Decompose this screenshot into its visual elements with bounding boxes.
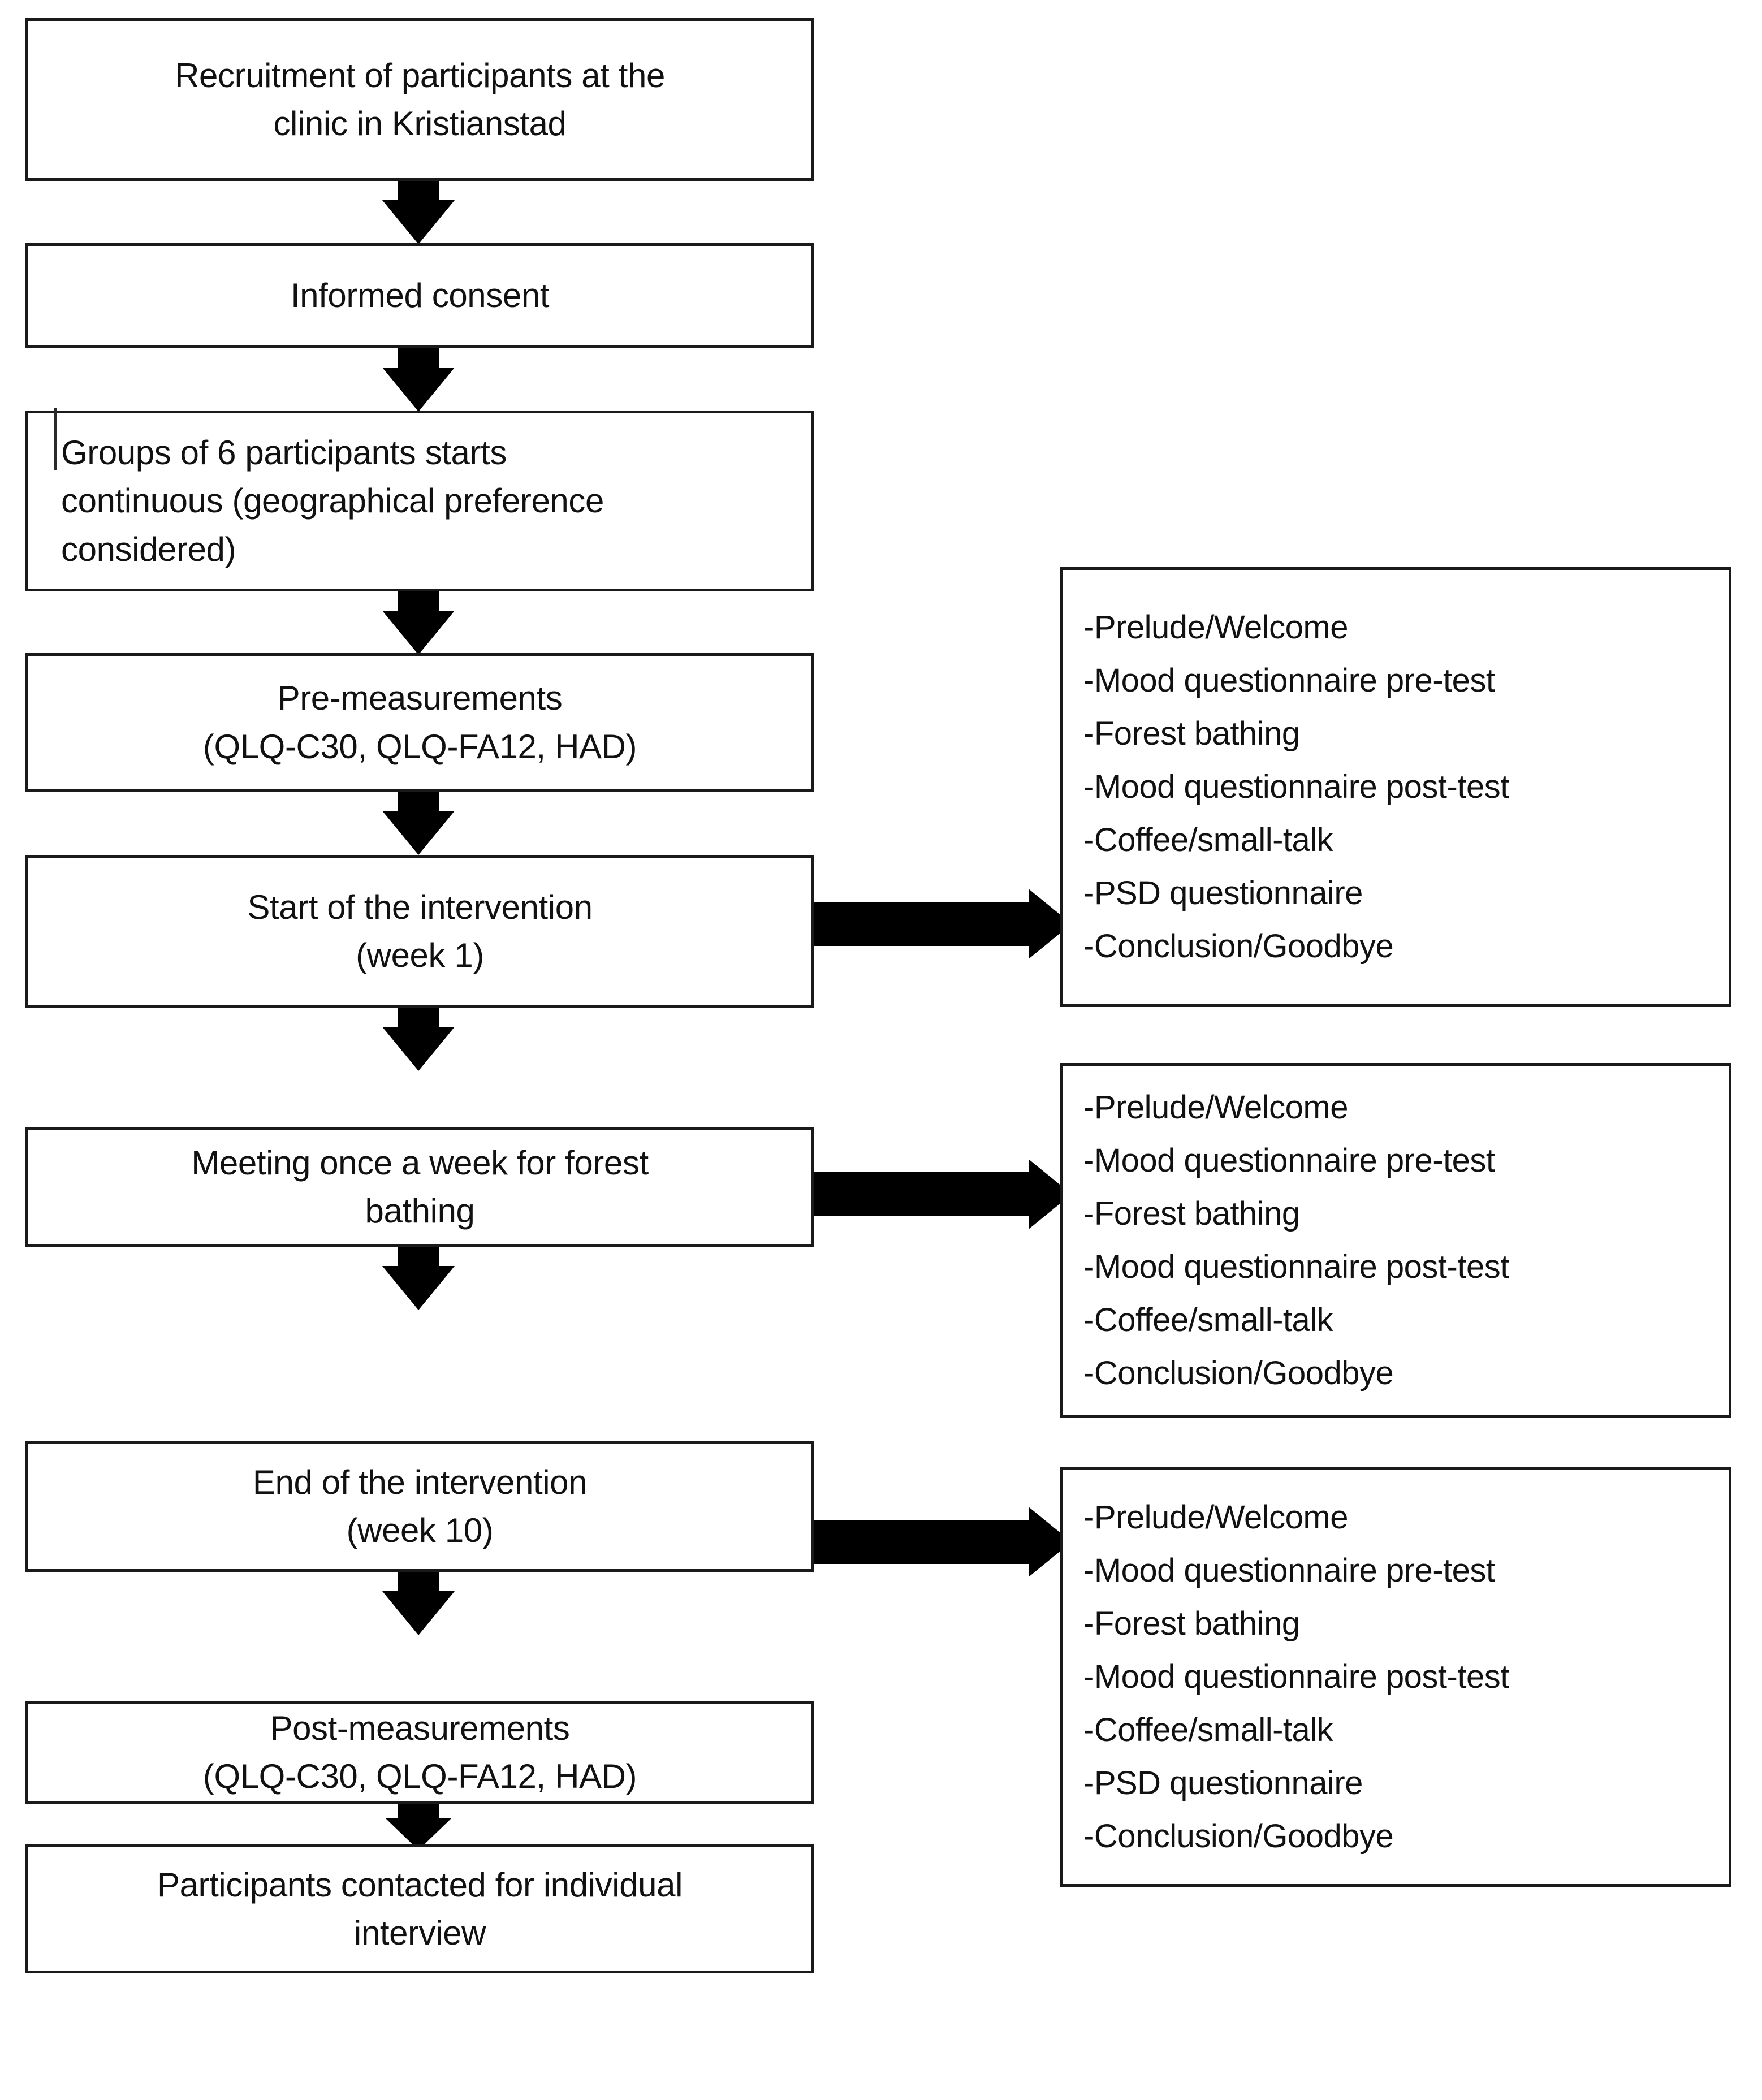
node-individual-interview-line2: interview	[353, 1914, 486, 1952]
arrow-start-to-weekly	[373, 1008, 464, 1071]
session-item: -Coffee/small-talk	[1083, 822, 1333, 858]
node-recruitment	[25, 18, 814, 181]
session-item: -Forest bathing	[1083, 715, 1300, 752]
node-post-measurements-line2: (QLQ-C30, QLQ-FA12, HAD)	[202, 1757, 637, 1795]
session-item: -Forest bathing	[1083, 1195, 1300, 1232]
node-recruitment-overlay: Recruitment of participants at the clini…	[25, 18, 814, 181]
node-start-intervention-line1: Start of the intervention	[247, 888, 593, 926]
session-item: -PSD questionnaire	[1083, 875, 1363, 911]
node-individual-interview-line1: Participants contacted for individual	[157, 1865, 683, 1904]
node-end-intervention-line2: (week 10)	[346, 1511, 494, 1549]
session-item: -Prelude/Welcome	[1083, 1499, 1349, 1536]
node-recruitment-line1: Recruitment of participants at the	[175, 56, 665, 94]
arrow-shaft	[814, 902, 1035, 946]
node-post-measurements-line1: Post-measurements	[270, 1709, 570, 1747]
arrow-head	[382, 811, 455, 855]
session-item: -Coffee/small-talk	[1083, 1712, 1333, 1748]
node-pre-measurements-line1: Pre-measurements	[277, 679, 563, 718]
session-item: -Coffee/small-talk	[1083, 1302, 1333, 1338]
arrow-shaft	[814, 1520, 1035, 1564]
arrow-weekly-to-end	[373, 1247, 464, 1310]
session-item: -Prelude/Welcome	[1083, 1089, 1349, 1126]
node-end-intervention-line1: End of the intervention	[252, 1463, 588, 1501]
node-weekly-meeting-line1: Meeting once a week for forest	[191, 1143, 649, 1182]
node-groups-start-line1: Groups of 6 participants starts	[61, 434, 507, 472]
session-item: -Mood questionnaire post-test	[1083, 1248, 1509, 1285]
arrow-head	[382, 368, 455, 412]
session-item: -Prelude/Welcome	[1083, 609, 1349, 646]
text-caret-artifact	[54, 408, 57, 470]
session-item: -Mood questionnaire pre-test	[1083, 1552, 1495, 1589]
arrow-post-to-interview	[373, 1804, 464, 1850]
arrow-groups-to-pre	[373, 591, 464, 655]
panel-session-week10: -Prelude/Welcome -Mood questionnaire pre…	[1060, 1467, 1731, 1887]
arrow-start-to-session-week1	[814, 888, 1072, 960]
node-pre-measurements: Pre-measurements (QLQ-C30, QLQ-FA12, HAD…	[25, 653, 814, 792]
arrow-end-to-post	[373, 1572, 464, 1635]
node-informed-consent: Informed consent	[25, 243, 814, 348]
node-start-intervention: Start of the intervention (week 1)	[25, 855, 814, 1008]
session-item: -Mood questionnaire post-test	[1083, 1658, 1509, 1695]
arrow-head	[382, 1591, 455, 1635]
session-item: -Mood questionnaire pre-test	[1083, 662, 1495, 699]
node-recruitment-line2: clinic in Kristianstad	[273, 105, 567, 142]
arrow-head	[382, 1027, 455, 1071]
arrow-head	[382, 1266, 455, 1310]
arrow-recruitment-to-consent	[373, 181, 464, 244]
arrow-head	[382, 611, 455, 655]
node-weekly-meeting-line2: bathing	[365, 1192, 475, 1230]
arrow-shaft	[814, 1172, 1035, 1216]
node-post-measurements: Post-measurements (QLQ-C30, QLQ-FA12, HA…	[25, 1701, 814, 1804]
session-item: -Conclusion/Goodbye	[1083, 928, 1394, 965]
arrow-consent-to-groups	[373, 348, 464, 412]
arrow-end-to-session-week10	[814, 1506, 1072, 1578]
node-groups-start-line3: considered)	[61, 530, 236, 568]
node-end-intervention: End of the intervention (week 10)	[25, 1441, 814, 1572]
node-pre-measurements-line2: (QLQ-C30, QLQ-FA12, HAD)	[202, 727, 637, 766]
session-item: -Conclusion/Goodbye	[1083, 1818, 1394, 1855]
arrow-shaft	[398, 1804, 439, 1820]
node-weekly-meeting: Meeting once a week for forest bathing	[25, 1127, 814, 1247]
session-item: -Mood questionnaire post-test	[1083, 768, 1509, 805]
arrow-head	[382, 200, 455, 244]
session-item: -PSD questionnaire	[1083, 1765, 1363, 1801]
session-item: -Mood questionnaire pre-test	[1083, 1142, 1495, 1179]
panel-session-weekly: -Prelude/Welcome -Mood questionnaire pre…	[1060, 1063, 1731, 1418]
arrow-weekly-to-session-weekly	[814, 1158, 1072, 1230]
node-groups-start-line2: continuous (geographical preference	[61, 482, 604, 520]
panel-session-week1: -Prelude/Welcome -Mood questionnaire pre…	[1060, 567, 1731, 1007]
node-groups-start: Groups of 6 participants starts continuo…	[25, 411, 814, 591]
session-item: -Forest bathing	[1083, 1605, 1300, 1642]
node-start-intervention-line2: (week 1)	[356, 936, 484, 974]
session-item: -Conclusion/Goodbye	[1083, 1355, 1394, 1392]
node-individual-interview: Participants contacted for individual in…	[25, 1844, 814, 1973]
arrow-pre-to-start	[373, 792, 464, 855]
node-informed-consent-label: Informed consent	[290, 276, 550, 315]
